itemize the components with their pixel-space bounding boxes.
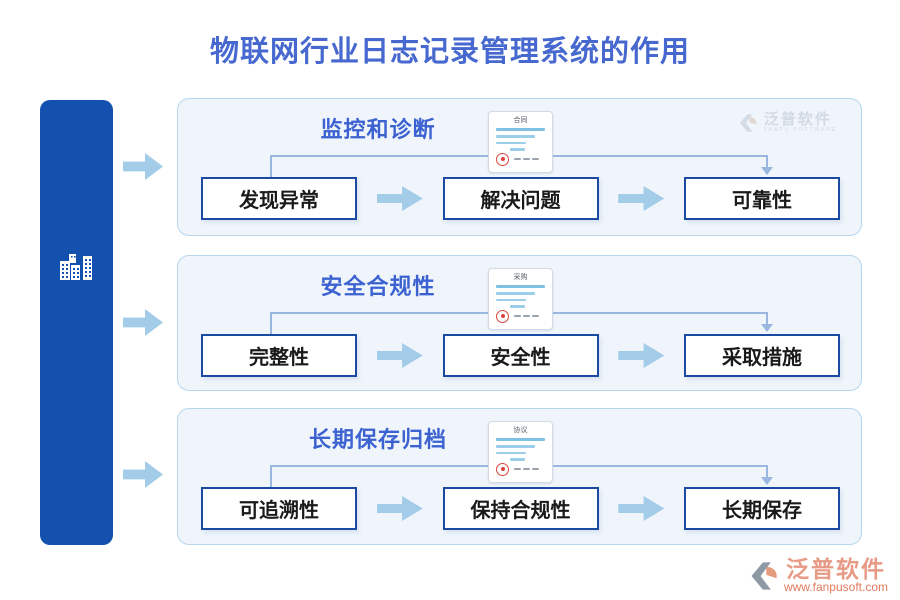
step-box: 解决问题 [442, 177, 599, 220]
bar-to-panel-arrow-icon [123, 309, 163, 336]
bar-to-panel-arrow-icon [123, 153, 163, 180]
steps-row: 完整性 安全性 采取措施 [201, 334, 840, 377]
document-label: 采购 [513, 274, 528, 281]
right-arrow-icon [376, 496, 423, 521]
connector-line [270, 312, 272, 335]
page-title: 物联网行业日志记录管理系统的作用 [209, 36, 690, 68]
document-label: 合同 [513, 117, 528, 124]
watermark-logo: 泛普软件 FANPU SOFTWARE [737, 112, 837, 134]
brand-url: www.fanpusoft.com [783, 580, 888, 594]
step-box: 发现异常 [201, 177, 357, 220]
section-title: 监控和诊断 [320, 117, 436, 142]
watermark-sub: FANPU SOFTWARE [763, 127, 837, 133]
step-box: 长期保存 [684, 487, 840, 530]
fanpu-mark-icon [751, 561, 777, 590]
connector-arrowhead-icon [761, 167, 773, 175]
connector-line [766, 155, 768, 168]
fanpu-mark-icon [739, 114, 756, 132]
left-category-bar [40, 100, 113, 545]
signature-marks [514, 158, 539, 160]
watermark-name: 泛普软件 [763, 111, 832, 128]
section-panel-archive: 长期保存归档 协议 可追溯性 保持合规性 长期保存 [177, 408, 862, 545]
right-arrow-icon [376, 343, 423, 368]
step-box: 可追溯性 [201, 487, 357, 530]
signature-marks [514, 315, 539, 317]
bar-to-panel-arrow-icon [123, 461, 163, 488]
section-panel-security: 安全合规性 采购 完整性 安全性 采取措施 [177, 255, 862, 391]
step-box: 保持合规性 [442, 487, 599, 530]
signature-marks [514, 468, 539, 470]
step-box: 完整性 [201, 334, 357, 377]
brand-name: 泛普软件 [785, 556, 886, 582]
connector-line [766, 312, 768, 325]
step-box: 采取措施 [684, 334, 840, 377]
section-title: 长期保存归档 [308, 427, 447, 452]
document-label: 协议 [513, 427, 528, 434]
right-arrow-icon [618, 343, 665, 368]
connector-arrowhead-icon [761, 477, 773, 485]
connector-line [270, 465, 272, 488]
step-box: 安全性 [442, 334, 599, 377]
document-icon: 采购 [488, 268, 553, 330]
red-seal-icon [496, 309, 509, 323]
steps-row: 可追溯性 保持合规性 长期保存 [201, 487, 840, 530]
connector-line [766, 465, 768, 478]
footer-brand: 泛普软件 www.fanpusoft.com [747, 557, 888, 594]
red-seal-icon [496, 152, 509, 166]
document-icon: 合同 [488, 111, 553, 173]
red-seal-icon [496, 462, 509, 476]
document-icon: 协议 [488, 421, 553, 483]
section-title: 安全合规性 [320, 274, 436, 299]
right-arrow-icon [618, 496, 665, 521]
right-arrow-icon [618, 186, 665, 211]
connector-arrowhead-icon [761, 324, 773, 332]
right-arrow-icon [376, 186, 423, 211]
steps-row: 发现异常 解决问题 可靠性 [201, 177, 840, 220]
buildings-icon [59, 254, 92, 280]
section-panel-monitoring: 监控和诊断 合同 泛普软件 FANPU SOFTWARE 发现异常 [177, 98, 862, 236]
step-box: 可靠性 [684, 177, 840, 220]
connector-line [270, 155, 272, 178]
